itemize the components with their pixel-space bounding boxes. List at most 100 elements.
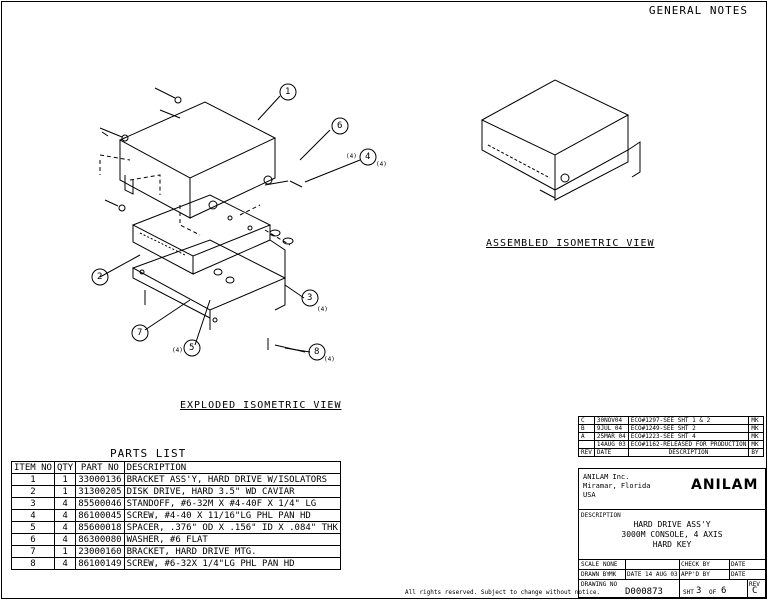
anilam-logo: ANILAM <box>691 477 759 493</box>
qty-note: (4) <box>324 356 335 363</box>
screw-part <box>99 87 182 212</box>
cell: BRACKET ASS'Y, HARD DRIVE W/ISOLATORS <box>123 473 341 486</box>
cell: MK <box>748 440 764 449</box>
cell: 4 <box>11 509 55 522</box>
cell: A <box>578 432 595 441</box>
cell <box>578 440 595 449</box>
qty-note: (4) <box>376 161 387 168</box>
cell: DISK DRIVE, HARD 3.5" WD CAVIAR <box>123 485 341 498</box>
parts-list-title: PARTS LIST <box>110 447 187 460</box>
cell: 25MAR 04 <box>593 432 629 441</box>
cell: ECO#1162-RELEASED FOR PRODUCTION <box>627 440 750 449</box>
of-label: OF <box>709 589 717 596</box>
qty-note: (4) <box>317 306 328 313</box>
header-description: DESCRIPTION <box>123 461 341 474</box>
cell: MK <box>748 416 764 425</box>
header-qty: QTY <box>53 461 77 474</box>
header-part-no: PART NO <box>75 461 125 474</box>
callout-5: 5 <box>189 343 195 353</box>
cell: 3 <box>11 497 55 510</box>
company-country: USA <box>583 491 596 499</box>
cell: REV <box>578 448 595 457</box>
description-line-2: 3000M CONSOLE, 4 AXIS <box>621 530 723 539</box>
cell: MK <box>748 432 764 441</box>
cell: ECO#1297-SEE SHT 1 & 2 <box>627 416 750 425</box>
cell: 1 <box>53 473 77 486</box>
cell: DATE <box>593 448 629 457</box>
cell: 5 <box>11 521 55 534</box>
cell: 14AUG 03 <box>593 440 629 449</box>
cell: 1 <box>11 473 55 486</box>
assembled-unit <box>480 79 641 201</box>
copyright-footer: All rights reserved. Subject to change w… <box>405 589 601 596</box>
cell: 85500046 <box>75 497 125 510</box>
cell: 4 <box>53 497 77 510</box>
cell: ECO#1249-SEE SHT 2 <box>627 424 750 433</box>
cell: 1 <box>53 545 77 558</box>
exploded-view-title: EXPLODED ISOMETRIC VIEW <box>180 400 342 411</box>
qty-note: (4) <box>346 153 357 160</box>
callout-4: 4 <box>365 152 371 162</box>
cell: 23000160 <box>75 545 125 558</box>
description-line-1: HARD DRIVE ASS'Y <box>633 520 711 529</box>
cell: 4 <box>53 533 77 546</box>
cell: 86100045 <box>75 509 125 522</box>
cell: STANDOFF, #6-32M X #4-40F X 1/4" LG <box>123 497 341 510</box>
company-name: ANILAM Inc. <box>583 473 630 481</box>
sheet-total: 6 <box>721 586 727 596</box>
cell: 86300080 <box>75 533 125 546</box>
date-label: DATE <box>731 561 746 568</box>
company-city: Miramar, Florida <box>583 482 651 490</box>
approved-label: APP'D BY <box>681 571 710 578</box>
scale-value: NONE <box>603 561 618 568</box>
cell: 30NOV04 <box>593 416 629 425</box>
general-notes-label: GENERAL NOTES <box>648 4 748 17</box>
assembled-view-title: ASSEMBLED ISOMETRIC VIEW <box>486 238 655 249</box>
cell: 7 <box>11 545 55 558</box>
description-line-3: HARD KEY <box>652 540 692 549</box>
cell: BY <box>748 448 764 457</box>
callout-2: 2 <box>97 272 103 282</box>
cell: 4 <box>53 521 77 534</box>
cell: 85600018 <box>75 521 125 534</box>
rev-value: C <box>752 586 758 596</box>
rev-label: REV <box>749 581 760 588</box>
cell: BRACKET, HARD DRIVE MTG. <box>123 545 341 558</box>
cell: 8 <box>11 557 55 570</box>
cell: SCREW, #6-32X 1/4"LG PHL PAN HD <box>123 557 341 570</box>
callout-3: 3 <box>307 293 313 303</box>
callout-8: 8 <box>314 347 320 357</box>
scale-label: SCALE <box>581 561 600 568</box>
cell: WASHER, #6 FLAT <box>123 533 341 546</box>
cell: C <box>578 416 595 425</box>
sheet-number: 3 <box>696 586 702 596</box>
title-block: ANILAM Inc. Miramar, Florida USA ANILAM … <box>578 468 766 598</box>
drawing-number: D000873 <box>625 587 663 597</box>
cell: 2 <box>11 485 55 498</box>
cell: 31300205 <box>75 485 125 498</box>
check-label: CHECK BY <box>681 561 710 568</box>
mounting-bracket-part <box>131 239 287 330</box>
drawn-label: DRAWN BY <box>581 571 610 578</box>
drawn-date: DATE 14 AUG 03 <box>627 571 678 578</box>
approved-date-label: DATE <box>731 571 746 578</box>
cell: 4 <box>53 557 77 570</box>
cell: 1 <box>53 485 77 498</box>
callout-1: 1 <box>285 87 291 97</box>
header-item: ITEM NO <box>11 461 55 474</box>
cell: SCREW, #4-40 X 11/16"LG PHL PAN HD <box>123 509 341 522</box>
qty-note: (4) <box>172 347 183 354</box>
